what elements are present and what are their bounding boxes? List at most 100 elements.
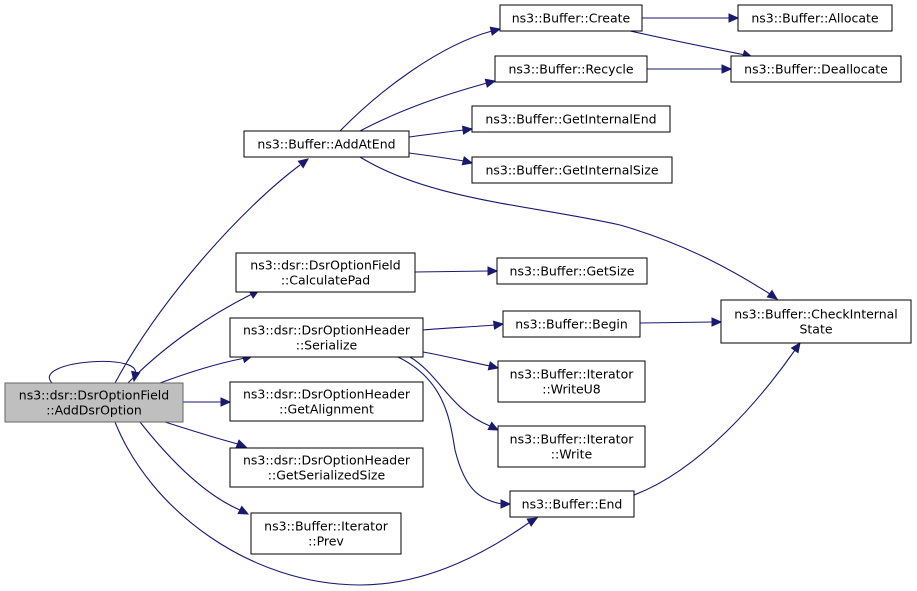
node-box[interactable]: [737, 4, 893, 32]
node-box[interactable]: [243, 130, 410, 158]
node-box[interactable]: [471, 105, 671, 133]
node-buffer-get-size[interactable]: ns3::Buffer::GetSize: [496, 257, 648, 285]
node-box[interactable]: [502, 310, 641, 338]
node-box[interactable]: [497, 425, 646, 468]
edge-add-dsr-option-to-header-serialize: [159, 354, 254, 384]
edge-calculate-pad-to-buffer-get-size: [414, 266, 499, 276]
node-label: ::Prev: [308, 534, 344, 549]
node-buffer-get-internal-end[interactable]: ns3::Buffer::GetInternalEnd: [471, 105, 671, 133]
node-box[interactable]: [229, 447, 424, 488]
edge-arrowhead: [237, 505, 250, 515]
node-box[interactable]: [4, 382, 184, 423]
node-box[interactable]: [229, 317, 424, 358]
node-box[interactable]: [720, 299, 912, 344]
node-label: ns3::Buffer::GetSize: [510, 264, 635, 279]
edge-buffer-add-at-end-to-buffer-get-internal-size: [408, 152, 474, 166]
node-box[interactable]: [250, 512, 402, 555]
edge-header-serialize-to-buffer-end: [397, 356, 512, 509]
edge-arrowhead: [487, 266, 499, 276]
edge-line: [114, 164, 301, 384]
edge-line: [422, 324, 496, 331]
edge-arrowhead: [220, 397, 232, 407]
node-box[interactable]: [229, 381, 424, 422]
node-buffer-deallocate[interactable]: ns3::Buffer::Deallocate: [730, 55, 902, 83]
edge-add-dsr-option-to-buffer-add-at-end: [114, 158, 309, 384]
node-label: ns3::Buffer::Iterator: [510, 367, 635, 382]
node-label: ::Write: [551, 447, 593, 462]
edge-add-dsr-option-to-header-get-alignment: [183, 397, 232, 407]
node-header-get-alignment[interactable]: ns3::dsr::DsrOptionHeader::GetAlignment: [229, 381, 424, 422]
edge-line: [397, 356, 503, 505]
edge-line: [127, 293, 253, 384]
node-box[interactable]: [730, 55, 902, 83]
edge-arrowhead: [297, 158, 309, 169]
node-box[interactable]: [235, 252, 416, 293]
node-label: ns3::Buffer::GetInternalEnd: [485, 112, 656, 127]
edge-arrowhead: [721, 64, 733, 74]
edge-buffer-begin-to-buffer-check-internal-state: [639, 317, 723, 327]
edge-line: [114, 421, 531, 586]
edge-buffer-add-at-end-to-buffer-recycle: [359, 78, 497, 132]
node-iterator-write-u8[interactable]: ns3::Buffer::Iterator::WriteU8: [497, 360, 646, 403]
node-buffer-allocate[interactable]: ns3::Buffer::Allocate: [737, 4, 893, 32]
node-label: ns3::dsr::DsrOptionHeader: [243, 323, 411, 338]
node-label: ::CalculatePad: [281, 273, 370, 288]
node-header-serialize[interactable]: ns3::dsr::DsrOptionHeader::Serialize: [229, 317, 424, 358]
node-calculate-pad[interactable]: ns3::dsr::DsrOptionField::CalculatePad: [235, 252, 416, 293]
node-box[interactable]: [509, 490, 635, 518]
node-label: ns3::Buffer::Iterator: [510, 432, 635, 447]
edge-line: [359, 82, 488, 132]
node-iterator-prev[interactable]: ns3::Buffer::Iterator::Prev: [250, 512, 402, 555]
edge-arrowhead: [728, 13, 740, 23]
edge-line: [633, 349, 796, 496]
node-add-dsr-option[interactable]: ns3::dsr::DsrOptionField::AddDsrOption: [4, 382, 184, 423]
edge-header-serialize-to-buffer-begin: [422, 320, 505, 331]
edge-arrowhead: [766, 289, 779, 300]
edge-arrowhead: [235, 439, 248, 449]
node-label: ::Serialize: [296, 338, 358, 353]
node-buffer-begin[interactable]: ns3::Buffer::Begin: [502, 310, 641, 338]
edge-line: [408, 152, 465, 162]
node-iterator-write[interactable]: ns3::Buffer::Iterator::Write: [497, 425, 646, 468]
node-label: ns3::Buffer::Allocate: [751, 11, 879, 26]
edge-line: [359, 156, 771, 295]
node-buffer-create[interactable]: ns3::Buffer::Create: [499, 4, 643, 32]
node-label: ns3::Buffer::CheckInternal: [734, 307, 898, 322]
node-label: State: [799, 322, 832, 337]
edge-line: [414, 270, 490, 273]
node-label: ns3::Buffer::GetInternalSize: [485, 163, 658, 178]
edge-arrowhead: [790, 341, 801, 354]
node-buffer-add-at-end[interactable]: ns3::Buffer::AddAtEnd: [243, 130, 410, 158]
node-box[interactable]: [471, 156, 673, 184]
node-label: ns3::dsr::DsrOptionField: [19, 388, 169, 403]
node-label: ns3::Buffer::Deallocate: [744, 62, 888, 77]
edge-arrowhead: [487, 421, 500, 431]
node-label: ns3::Buffer::AddAtEnd: [257, 137, 395, 152]
node-box[interactable]: [496, 257, 648, 285]
node-label: ns3::Buffer::End: [522, 497, 623, 512]
edge-line: [339, 30, 493, 132]
edge-header-serialize-to-iterator-write-u8: [422, 351, 500, 371]
node-label: ns3::dsr::DsrOptionHeader: [243, 453, 411, 468]
node-buffer-end[interactable]: ns3::Buffer::End: [509, 490, 635, 518]
edge-line: [629, 30, 746, 56]
edge-arrowhead: [489, 26, 502, 36]
node-label: ::GetAlignment: [279, 402, 374, 417]
edge-arrowhead: [492, 320, 505, 330]
node-box[interactable]: [494, 55, 648, 83]
edge-line: [139, 421, 241, 511]
edge-line: [408, 129, 465, 138]
node-buffer-recycle[interactable]: ns3::Buffer::Recycle: [494, 55, 648, 83]
node-buffer-get-internal-size[interactable]: ns3::Buffer::GetInternalSize: [471, 156, 673, 184]
node-label: ::AddDsrOption: [46, 403, 142, 418]
edge-arrowhead: [526, 517, 539, 527]
node-label: ns3::dsr::DsrOptionHeader: [243, 387, 411, 402]
node-label: ns3::Buffer::Begin: [515, 317, 628, 332]
node-box[interactable]: [497, 360, 646, 403]
node-header-get-serialized-size[interactable]: ns3::dsr::DsrOptionHeader::GetSerialized…: [229, 447, 424, 488]
edge-arrowhead: [711, 317, 723, 327]
edge-buffer-add-at-end-to-buffer-create: [339, 26, 502, 132]
edge-line: [639, 321, 714, 324]
node-box[interactable]: [499, 4, 643, 32]
